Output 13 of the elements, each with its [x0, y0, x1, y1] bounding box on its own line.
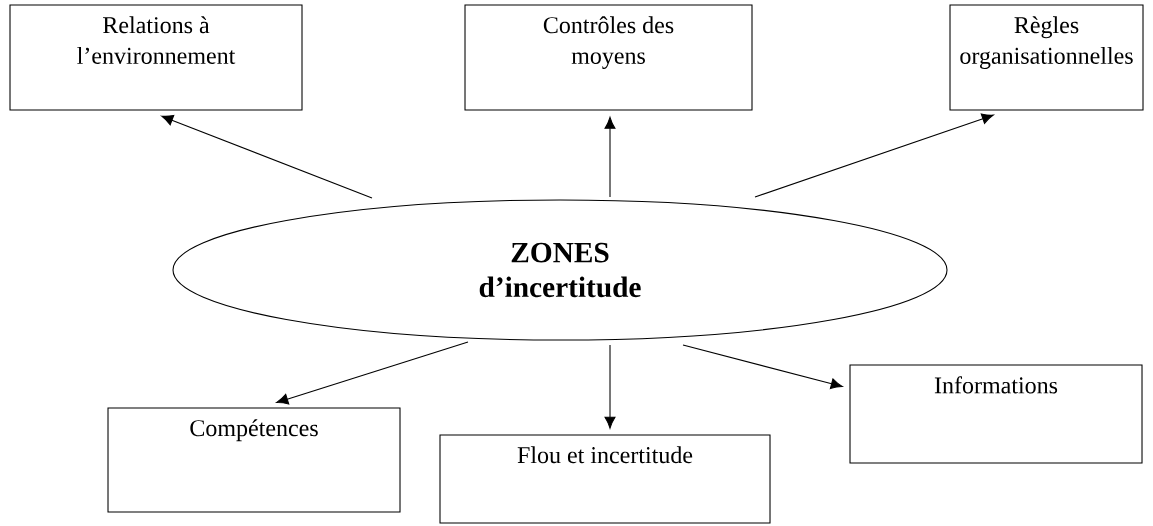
arrow [276, 341, 469, 405]
text-box: Compétences [107, 407, 401, 513]
arrow [161, 114, 373, 199]
arrow [604, 116, 616, 198]
text-box: Relations à l’environnement [9, 4, 303, 111]
ellipse-node: ZONES d’incertitude [172, 199, 948, 341]
arrow [604, 344, 616, 429]
text-box: Informations [849, 364, 1143, 464]
text-box: Règles organisationnelles [949, 4, 1144, 111]
text-box: Flou et incertitude [439, 434, 771, 524]
arrow [682, 344, 843, 390]
arrow [754, 113, 994, 198]
text-box: Contrôles des moyens [464, 4, 753, 111]
